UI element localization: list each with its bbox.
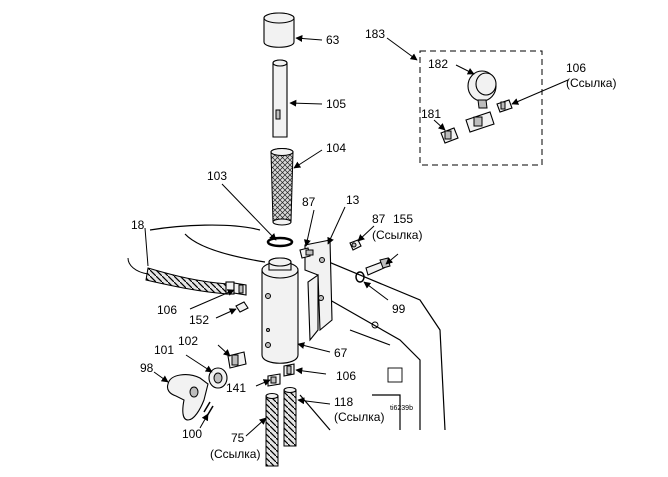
callout-75-ref: (Ссылка) — [210, 447, 260, 461]
callout-87-right: 87 — [372, 212, 386, 226]
kit-coupling — [465, 111, 495, 133]
callout-118-ref: (Ссылка) — [334, 410, 384, 424]
callout-106-left: 106 — [157, 303, 177, 317]
part-99-washer — [355, 271, 365, 283]
arrow-leader — [295, 34, 323, 42]
part-155-bolt — [365, 257, 391, 276]
part-105-tube — [272, 59, 288, 138]
callout-118: 118 — [334, 395, 353, 409]
part-152-plug — [235, 301, 249, 313]
callout-87-left: 87 — [302, 195, 316, 209]
callout-13: 13 — [346, 193, 360, 207]
callout-98: 98 — [140, 361, 154, 375]
callout-63: 63 — [326, 33, 340, 47]
part-103-oring — [266, 236, 294, 248]
part-98-handle — [166, 374, 209, 421]
callout-181: 181 — [421, 107, 441, 121]
callout-106-kit-ref: (Ссылка) — [566, 76, 616, 90]
frame-rail-inner — [329, 299, 421, 430]
part-18-hose — [127, 257, 235, 295]
part-104-filter — [270, 147, 294, 226]
callout-155-ref: (Ссылка) — [372, 228, 422, 242]
kit-183-box — [419, 50, 543, 166]
callout-152: 152 — [189, 313, 209, 327]
callout-183: 183 — [365, 27, 385, 41]
hose-leader — [144, 227, 149, 267]
callout-155: 155 — [393, 212, 413, 226]
part-87-bolt-left — [299, 247, 314, 259]
part-106-fitting-bottom — [283, 363, 295, 377]
part-106-fitting-left — [233, 282, 247, 296]
callout-100: 100 — [182, 427, 202, 441]
callout-labels: 63 105 104 103 183 182 106 (Ссылка) 181 … — [131, 27, 616, 461]
frame-curve-upper — [149, 224, 261, 231]
callout-104: 104 — [326, 141, 346, 155]
part-118-hose — [283, 386, 297, 447]
dashed-kit-box — [419, 50, 543, 166]
callout-75: 75 — [231, 431, 245, 445]
callout-18: 18 — [131, 218, 145, 232]
part-87-nut-right — [349, 239, 362, 251]
callout-101: 101 — [154, 343, 174, 357]
part-106-fitting-kit — [496, 99, 513, 113]
part-63-cap — [263, 12, 295, 48]
callout-106-kit: 106 — [566, 61, 586, 75]
callout-182: 182 — [428, 57, 448, 71]
frame-plate — [387, 367, 403, 383]
callout-99: 99 — [392, 302, 406, 316]
part-102-fitting — [227, 351, 247, 369]
chassis-frame — [149, 224, 446, 431]
frame-curve-inner — [184, 233, 266, 263]
callout-67: 67 — [334, 346, 348, 360]
part-101-valve — [208, 367, 228, 389]
leader-lines — [144, 34, 569, 437]
part-67-housing — [261, 257, 299, 364]
part-181-fitting — [440, 127, 459, 144]
part-75-hose — [265, 392, 279, 467]
callout-103: 103 — [207, 169, 227, 183]
callout-141: 141 — [226, 381, 246, 395]
callout-102: 102 — [178, 334, 198, 348]
drawing-id: ti6239b — [390, 405, 413, 412]
callout-106-bottom: 106 — [336, 369, 356, 383]
frame-rail-right — [299, 249, 446, 431]
part-100-pin — [203, 401, 214, 417]
part-182-gauge — [467, 70, 497, 109]
callout-105: 105 — [326, 97, 346, 111]
